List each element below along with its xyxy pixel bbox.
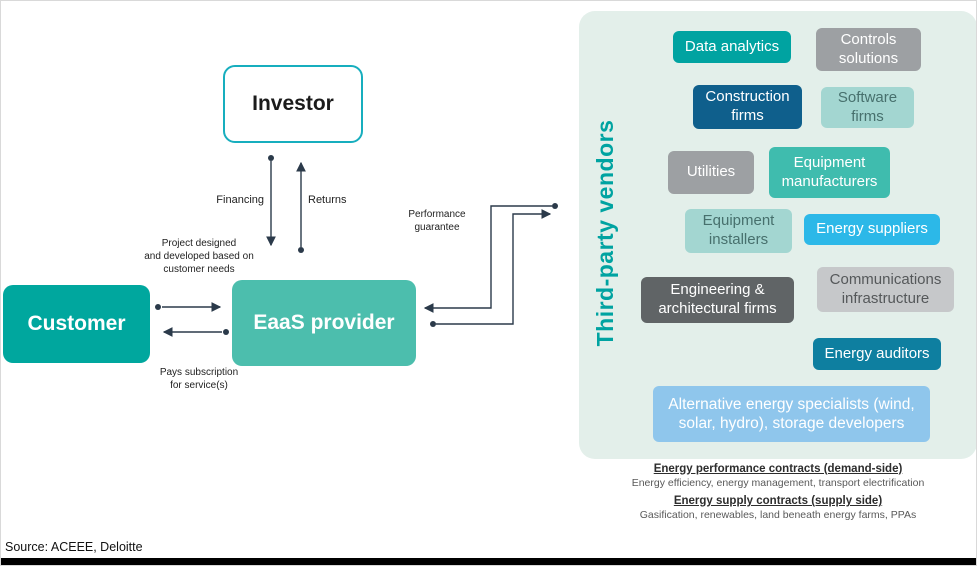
eaas-to-customer-arrow: [162, 327, 229, 337]
customer-node: Customer: [3, 285, 150, 363]
financing-label: Financing: [216, 194, 264, 206]
eaas-provider-node: EaaS provider: [232, 280, 416, 366]
vendor-chip-data-analytics: Data analytics: [673, 31, 791, 63]
vendor-chip-energy-suppliers: Energy suppliers: [804, 214, 940, 245]
returns-arrow: [296, 161, 306, 253]
energy-supply-contracts-title: Energy supply contracts (supply side): [673, 495, 883, 507]
vendor-chip-communications-infrastructure: Communications infrastructure: [817, 267, 954, 312]
customer-label: Customer: [27, 312, 126, 335]
vendor-chip-controls-solutions: Controls solutions: [816, 28, 921, 71]
vendor-chip-equipment-manufacturers: Equipment manufacturers: [769, 147, 890, 198]
third-party-vendors-panel: Data analytics Controls solutions Constr…: [579, 11, 976, 459]
performance-guarantee-label: Performance guarantee: [408, 209, 466, 233]
returns-label: Returns: [308, 194, 347, 206]
energy-performance-contracts-title: Energy performance contracts (demand-sid…: [653, 463, 903, 475]
customer-to-eaas-arrow: [155, 302, 222, 312]
vendor-chip-utilities: Utilities: [668, 151, 754, 194]
energy-supply-contracts-subtitle: Gasification, renewables, land beneath e…: [639, 509, 917, 521]
vendor-chip-alternative-energy-specialists: Alternative energy specialists (wind, so…: [653, 386, 930, 442]
vendor-chip-energy-auditors: Energy auditors: [813, 338, 941, 370]
investor-node: Investor: [223, 65, 363, 143]
source-attribution: Source: ACEEE, Deloitte: [5, 540, 143, 554]
eaas-provider-label: EaaS provider: [253, 311, 395, 334]
energy-performance-contracts-subtitle: Energy efficiency, energy management, tr…: [631, 477, 925, 489]
financing-arrow: [266, 155, 276, 247]
vendor-chip-equipment-installers: Equipment installers: [685, 209, 792, 253]
project-designed-label: Project designed and developed based on …: [144, 238, 254, 275]
pays-subscription-label: Pays subscription for service(s): [159, 367, 239, 391]
vendor-chip-construction-firms: Construction firms: [693, 85, 802, 129]
vendor-chip-engineering-architectural-firms: Engineering & architectural firms: [641, 277, 794, 323]
investor-label: Investor: [252, 92, 334, 115]
third-party-vendors-title: Third-party vendors: [591, 119, 618, 347]
contracts-notes: Energy performance contracts (demand-sid…: [579, 463, 976, 527]
vendor-chip-software-firms: Software firms: [821, 87, 914, 128]
bottom-bar: [1, 558, 976, 565]
